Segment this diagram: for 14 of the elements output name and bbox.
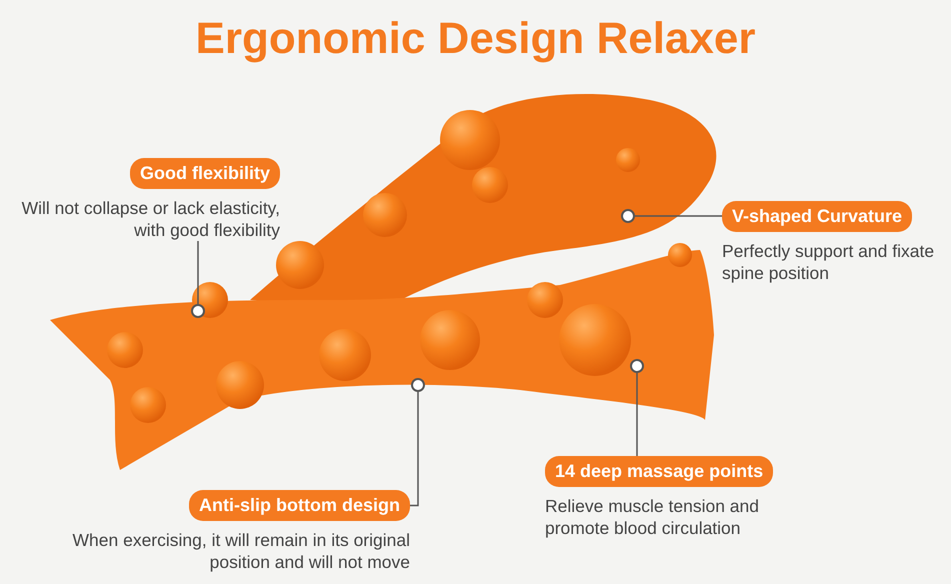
feature-heading: Anti-slip bottom design <box>189 490 410 521</box>
feature-description: Will not collapse or lack elasticity, with good flexibility <box>20 197 280 241</box>
leader-line <box>635 215 722 217</box>
marker-dot <box>411 378 425 392</box>
title: Ergonomic Design Relaxer <box>194 14 756 64</box>
feature-description: Relieve muscle tension and promote blood circulation <box>545 495 760 539</box>
feature-heading: Good flexibility <box>130 158 280 189</box>
feature-heading: 14 deep massage points <box>545 456 774 487</box>
leader-line <box>410 392 419 506</box>
feature-description: Perfectly support and fixate spine position <box>722 240 936 284</box>
leader-line <box>636 373 638 456</box>
leader-line <box>197 241 199 304</box>
feature-heading: V-shaped Curvature <box>722 201 912 232</box>
feature-description: When exercising, it will remain in its original position and will not move <box>72 529 410 573</box>
